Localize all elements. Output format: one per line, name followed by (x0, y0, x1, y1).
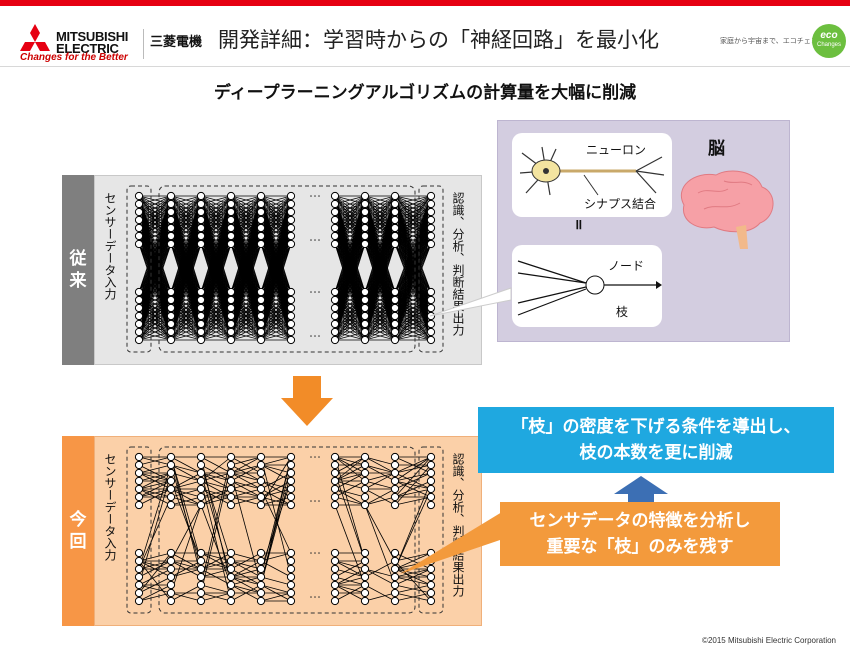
brain-analogy-panel: ニューロン シナプス結合 脳 ॥ ノード 枝 (497, 120, 790, 342)
top-red-bar (0, 0, 850, 6)
blue-callout-line2: 枝の本数を更に削減 (579, 443, 733, 463)
conventional-label-char1: 従 (69, 249, 87, 269)
conventional-output-label: 認識、分析、判断結果出力 (451, 192, 465, 336)
node-label: ノード (608, 259, 645, 273)
ellipsis-dots (310, 456, 320, 598)
conventional-label-char2: 来 (69, 271, 87, 291)
conventional-label-bar: 従 来 (62, 175, 94, 365)
conventional-dense-network-diagram (126, 185, 444, 353)
proposed-label-char2: 回 (69, 532, 87, 552)
equivalence-symbol: ॥ (574, 217, 583, 233)
blue-callout-line1: 「枝」の密度を下げる条件を導出し、 (511, 417, 801, 437)
conventional-network-panel: センサーデータ入力 認識、分析、判断結果出力 (94, 175, 482, 365)
down-arrow-icon (281, 376, 333, 426)
page-title: 開発詳細：学習時からの「神経回路」を最小化 (218, 28, 659, 52)
brand-name-line2: ELECTRIC (56, 41, 119, 56)
slide-subtitle: ディープラーニングアルゴリズムの計算量を大幅に削減 (213, 83, 637, 103)
eco-logo-subword: Changes (816, 42, 842, 48)
neuron-label: ニューロン (586, 143, 647, 157)
synapse-label: シナプス結合 (584, 197, 657, 211)
ellipsis-dots (310, 195, 320, 337)
network-nodes (134, 191, 436, 345)
proposed-label-char1: 今 (69, 510, 87, 530)
dense-connections (138, 195, 432, 341)
brand-name-japanese: 三菱電機 (150, 35, 203, 50)
node-branch-diagram (517, 260, 662, 316)
proposed-network-panel: センサーデータ入力 認識、分析、判断結果出力 (94, 436, 482, 626)
copyright-notice: ©2015 Mitsubishi Electric Corporation (702, 636, 836, 645)
conventional-input-label: センサーデータ入力 (103, 192, 117, 300)
eco-logo-word: eco (820, 30, 838, 41)
proposed-output-label: 認識、分析、判断結果出力 (451, 453, 465, 597)
orange-callout-line2: 重要な「枝」のみを残す (546, 537, 734, 557)
header-divider (0, 66, 850, 67)
neuron-icon (519, 146, 665, 196)
node-diagram-box: ノード 枝 (512, 245, 662, 327)
blue-callout: 「枝」の密度を下げる条件を導出し、 枝の本数を更に削減 (478, 407, 834, 473)
orange-callout: センサデータの特徴を分析し 重要な「枝」のみを残す (500, 502, 780, 566)
eco-changes-logo: eco Changes (812, 24, 846, 58)
brand-tagline: Changes for the Better (20, 52, 128, 63)
brain-label: 脳 (708, 139, 725, 159)
layer-group-boxes (126, 185, 444, 353)
brand-name-line1: MITSUBISHI (56, 29, 129, 44)
header-separator (143, 29, 144, 59)
branch-label: 枝 (616, 305, 629, 319)
orange-callout-line1: センサデータの特徴を分析し (529, 511, 751, 531)
proposed-sparse-network-diagram (126, 446, 444, 614)
proposed-input-label: センサーデータ入力 (103, 453, 117, 561)
sparse-connections (138, 456, 432, 602)
neuron-box: ニューロン シナプス結合 (512, 133, 672, 217)
brain-icon (680, 170, 774, 249)
proposed-label-bar: 今 回 (62, 436, 94, 626)
eco-slogan: 家庭から宇宙まで、エコチェンジ。 (720, 37, 832, 45)
mitsubishi-logo-icon (20, 24, 50, 51)
